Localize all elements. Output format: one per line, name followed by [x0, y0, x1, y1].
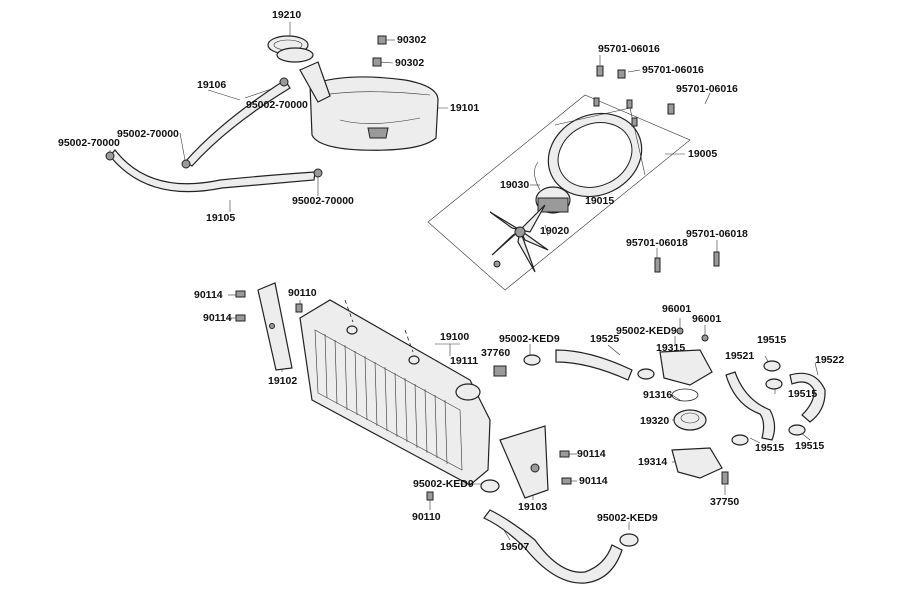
part-label: 95002-KED9	[413, 478, 474, 490]
part-label: 91316	[643, 389, 673, 401]
reservoir-tank-19101	[299, 61, 439, 151]
part-label: 19515	[788, 388, 818, 400]
part-label: 95002-70000	[117, 128, 179, 140]
part-label: 90110	[288, 287, 317, 299]
thermostat-cover-19315	[659, 327, 713, 386]
guard-19103	[499, 425, 549, 499]
part-label: 95701-06016	[642, 64, 704, 76]
part-label: 90114	[194, 289, 223, 301]
part-label: 19111	[450, 355, 479, 367]
part-label: 90114	[579, 475, 608, 487]
part-label: 96001	[662, 303, 692, 315]
thermostat-19320	[673, 409, 707, 431]
hose-19507	[483, 509, 623, 584]
part-label: 90302	[395, 57, 425, 69]
part-label: 19210	[272, 9, 302, 21]
hose-19105	[109, 149, 316, 193]
filler-cap-19210	[267, 35, 314, 63]
part-label: 19015	[585, 195, 615, 207]
part-label: 95701-06016	[676, 83, 738, 95]
part-label: 95701-06018	[626, 237, 688, 249]
o-ring-91316	[671, 388, 699, 402]
part-label: 19315	[656, 342, 686, 354]
part-label: 19515	[757, 334, 787, 346]
part-label: 37750	[710, 496, 740, 508]
part-label: 19105	[206, 212, 236, 224]
hose-clamps-19515	[731, 360, 806, 446]
fan-blade-19020	[489, 204, 549, 273]
part-label: 90302	[397, 34, 427, 46]
part-label: 19522	[815, 354, 845, 366]
part-label: 95002-KED9	[597, 512, 658, 524]
part-label: 90114	[577, 448, 606, 460]
thermostat-housing-19314	[671, 447, 729, 485]
part-label: 95002-70000	[292, 195, 354, 207]
part-label: 90114	[203, 312, 232, 324]
part-label: 19525	[590, 333, 620, 345]
part-label: 19320	[640, 415, 670, 427]
fan-shroud-19015	[547, 107, 646, 198]
hose-clamps-95002-ked9	[480, 354, 655, 547]
part-label: 95002-KED9	[499, 333, 560, 345]
part-label: 19100	[440, 331, 470, 343]
assembly-guide-lines	[344, 299, 414, 353]
hose-19522	[789, 372, 826, 423]
part-label: 19515	[755, 442, 785, 454]
part-label: 19101	[450, 102, 480, 114]
part-label: 96001	[692, 313, 722, 325]
part-label: 19005	[688, 148, 718, 160]
part-label: 19106	[197, 79, 227, 91]
part-label: 95701-06016	[598, 43, 660, 55]
hose-19521	[725, 371, 776, 441]
hose-clamps-95002-70000	[105, 77, 323, 178]
part-label: 37760	[481, 347, 511, 359]
screws-90114-90110	[235, 290, 572, 501]
part-label: 95002-KED9	[616, 325, 677, 337]
part-label: 19103	[518, 501, 548, 513]
part-label: 19102	[268, 375, 298, 387]
sensor-37760	[493, 365, 507, 377]
part-label: 90110	[412, 511, 441, 523]
part-label: 19314	[638, 456, 668, 468]
fan-assembly-frame	[427, 94, 691, 291]
screws-95701	[593, 65, 720, 273]
hose-19525	[555, 349, 633, 381]
part-label: 19507	[500, 541, 530, 553]
radiator-19100	[299, 299, 491, 486]
part-label: 95002-70000	[246, 99, 308, 111]
part-label: 19521	[725, 350, 755, 362]
bolts-90302	[372, 35, 387, 67]
part-label: 95002-70000	[58, 137, 120, 149]
part-label: 19515	[795, 440, 825, 452]
part-label: 19030	[500, 179, 530, 191]
hose-19106	[184, 79, 291, 167]
guard-19102	[257, 282, 293, 371]
part-label: 95701-06018	[686, 228, 748, 240]
part-label: 19020	[540, 225, 570, 237]
